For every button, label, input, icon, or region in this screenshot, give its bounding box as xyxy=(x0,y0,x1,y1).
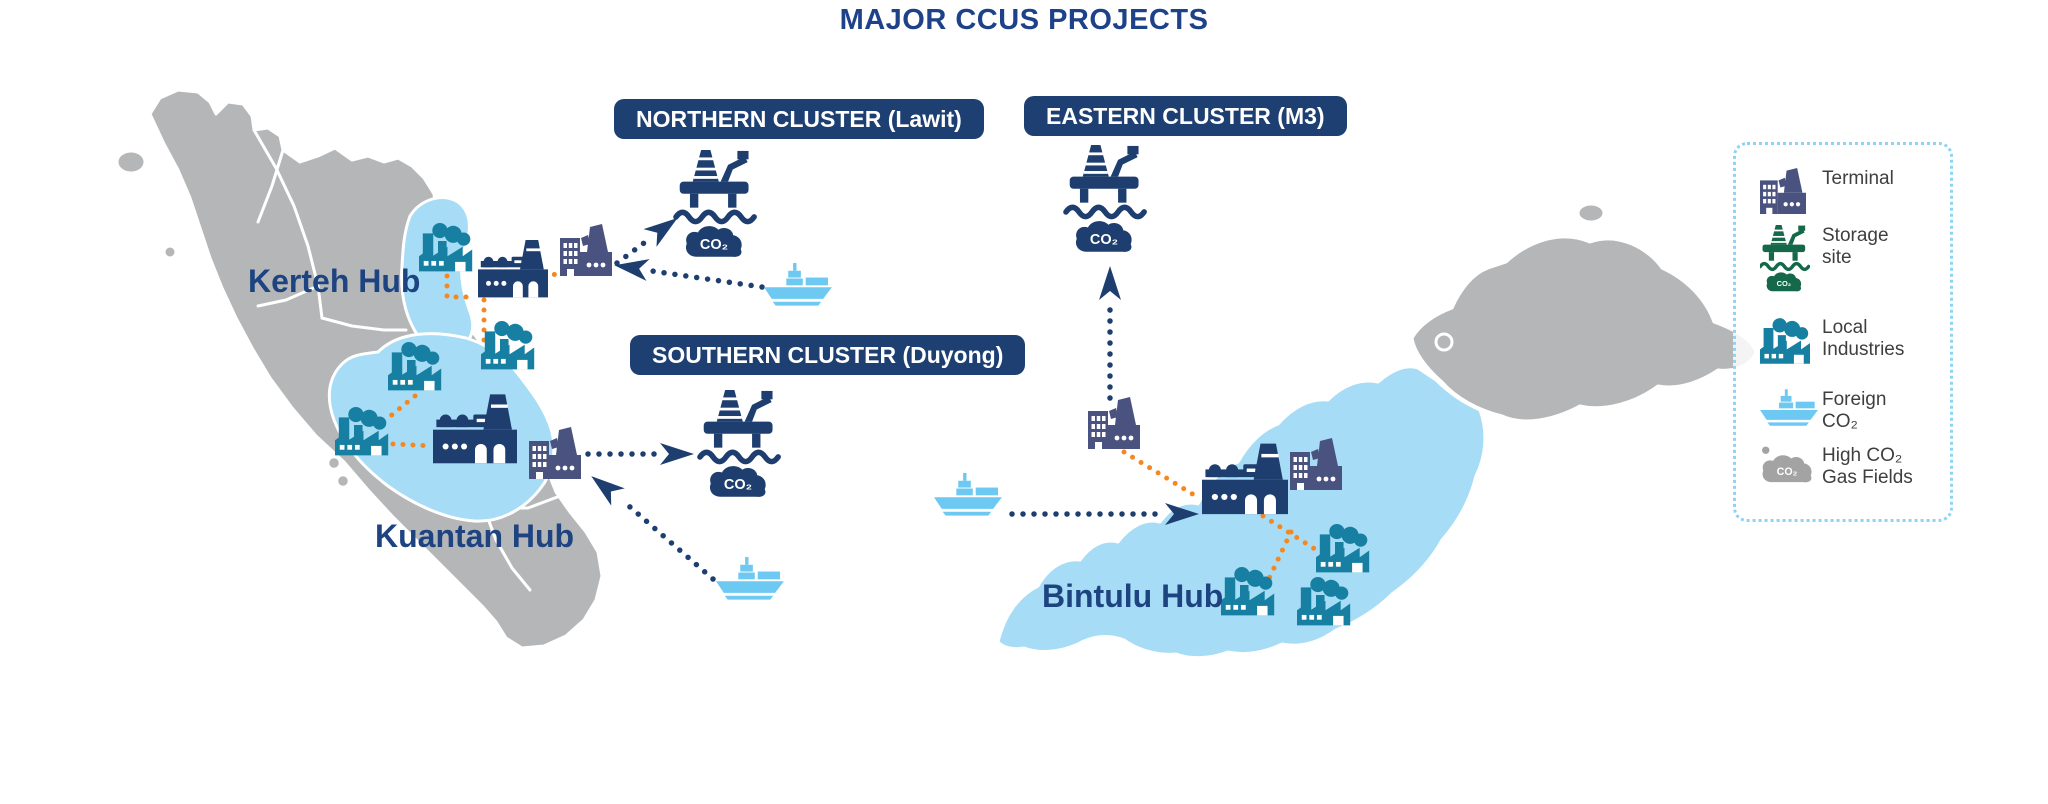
kuantan-hub-label: Kuantan Hub xyxy=(375,518,575,554)
southern-storage-site-icon: CO₂ xyxy=(700,390,778,497)
legend-label: High CO₂ Gas Fields xyxy=(1822,445,1913,489)
svg-text:CO₂: CO₂ xyxy=(1777,466,1798,478)
svg-text:CO₂: CO₂ xyxy=(1090,232,1118,248)
eastern-storage-site-icon: CO₂ xyxy=(1066,145,1144,252)
legend: Terminal CO₂ Storage site Local Industri… xyxy=(1733,142,1953,522)
southern-cluster-badge: SOUTHERN CLUSTER (Duyong) xyxy=(630,335,1026,375)
kerteh-plant-icon xyxy=(478,240,548,298)
svg-text:CO₂: CO₂ xyxy=(700,237,728,253)
eastern-cluster-badge: EASTERN CLUSTER (M3) xyxy=(1024,96,1347,136)
legend-item-local-industries: Local Industries xyxy=(1760,317,1905,364)
legend-label: Foreign CO₂ xyxy=(1822,389,1887,433)
arrowhead xyxy=(1099,266,1121,300)
island xyxy=(115,149,147,175)
legend-item-high-co2-gas-fields: CO₂ High CO₂ Gas Fields xyxy=(1760,445,1913,490)
arrowhead xyxy=(584,467,625,506)
northern-cluster-badge: NORTHERN CLUSTER (Lawit) xyxy=(614,99,984,139)
island xyxy=(326,455,342,471)
legend-label: Local Industries xyxy=(1822,317,1905,361)
northern-storage-site-icon: CO₂ xyxy=(676,150,754,257)
sabah-gray-region xyxy=(1410,235,1758,423)
local-industry-icon xyxy=(481,320,535,370)
island xyxy=(335,473,351,489)
legend-label: Storage site xyxy=(1822,225,1889,269)
legend-label: Terminal xyxy=(1822,168,1894,189)
legend-item-foreign-co2: Foreign CO₂ xyxy=(1760,389,1886,434)
island xyxy=(1576,202,1606,224)
page-title: MAJOR CCUS PROJECTS xyxy=(839,4,1209,36)
m3-feed-terminal-icon xyxy=(1088,397,1140,449)
arrowhead xyxy=(660,443,694,465)
arrowhead xyxy=(612,254,650,281)
svg-text:CO₂: CO₂ xyxy=(1777,279,1792,288)
island xyxy=(162,244,178,260)
island xyxy=(1434,332,1454,352)
kerteh-hub-label: Kerteh Hub xyxy=(248,263,421,299)
foreign-co2-ship-icon xyxy=(934,473,1002,516)
foreign-co2-ship-icon xyxy=(764,263,832,306)
co2-flow-arrows xyxy=(584,209,1199,582)
svg-text:CO₂: CO₂ xyxy=(724,477,752,493)
foreign-co2-ship-icon xyxy=(716,557,784,600)
legend-item-storage-site: CO₂ Storage site xyxy=(1760,225,1889,292)
orange-connectors xyxy=(385,264,1321,588)
kerteh-terminal-icon xyxy=(560,224,612,276)
bintulu-hub-label: Bintulu Hub xyxy=(1042,578,1224,614)
legend-item-terminal: Terminal xyxy=(1760,168,1894,214)
